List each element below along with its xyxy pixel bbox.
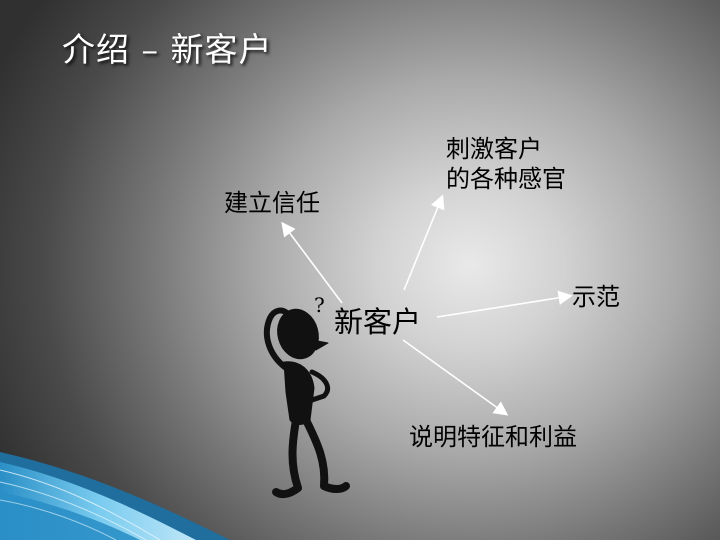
thinking-person-icon <box>263 307 350 499</box>
node-stimulate-senses: 刺激客户 的各种感官 <box>446 135 566 193</box>
slide-title: 介绍 – 新客户 <box>62 30 273 69</box>
arrow-to-benefits <box>402 339 509 416</box>
question-mark: ? <box>314 293 325 317</box>
arrow-to-trust <box>281 221 343 304</box>
node-features-benefits: 说明特征和利益 <box>409 423 577 451</box>
corner-wave-decoration <box>0 452 230 540</box>
arrow-to-senses <box>403 194 445 291</box>
node-build-trust: 建立信任 <box>224 189 320 217</box>
arrow-to-demo <box>436 290 573 318</box>
node-demonstration: 示范 <box>572 283 620 311</box>
center-label: 新客户 <box>334 305 422 339</box>
